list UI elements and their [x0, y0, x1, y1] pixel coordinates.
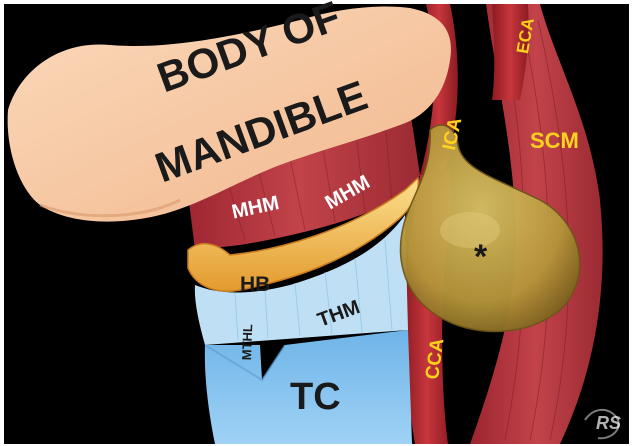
label-scm: SCM: [530, 130, 579, 152]
lesion-asterisk: *: [474, 240, 487, 274]
label-tc: TC: [290, 378, 341, 416]
label-mthl: MTHL: [240, 324, 254, 361]
label-hb: HB: [240, 274, 270, 295]
watermark-text: RS: [596, 414, 621, 432]
